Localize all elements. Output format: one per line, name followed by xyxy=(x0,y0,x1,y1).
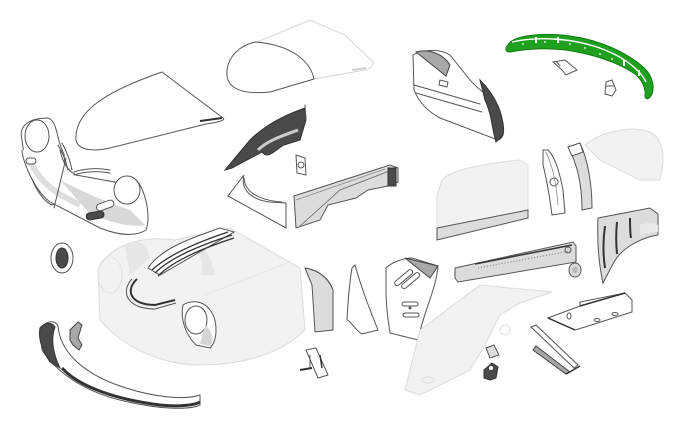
rear-bumper-bracket-right[interactable] xyxy=(604,79,617,97)
seat-support-strut[interactable] xyxy=(530,324,581,375)
front-fender-repair-section[interactable] xyxy=(181,267,334,349)
door-hinge-pillar[interactable] xyxy=(385,257,439,341)
mount-bracket[interactable] xyxy=(483,362,499,381)
rear-quarter-panel[interactable] xyxy=(584,128,664,181)
pedal-bracket[interactable] xyxy=(299,347,329,379)
door[interactable] xyxy=(436,159,529,241)
headlight-ring-arc[interactable] xyxy=(125,278,177,310)
small-bracket-center[interactable] xyxy=(295,154,307,176)
front-wheel-arch-lower[interactable] xyxy=(227,174,287,229)
front-bumper[interactable] xyxy=(39,321,201,409)
small-clip[interactable] xyxy=(485,344,500,359)
battery-box-rail[interactable] xyxy=(546,292,633,331)
front-inner-fender-rear[interactable] xyxy=(293,164,399,229)
front-hood[interactable] xyxy=(75,71,225,151)
front-fender-top-trim[interactable] xyxy=(147,227,236,277)
a-pillar-closing-panel[interactable] xyxy=(346,264,379,335)
floor-longitudinal-ghost[interactable] xyxy=(404,284,553,396)
rear-quarter-strip[interactable] xyxy=(567,142,593,211)
front-nose-panel[interactable] xyxy=(20,117,149,235)
rear-inner-wheelhouse[interactable] xyxy=(597,207,659,285)
front-inner-fender-upper[interactable] xyxy=(223,104,307,171)
rear-valance[interactable] xyxy=(412,50,505,143)
rear-bumper-bracket-left[interactable] xyxy=(551,59,578,76)
rear-engine-lid[interactable] xyxy=(226,19,374,94)
front-bumper-bracket[interactable] xyxy=(69,321,83,351)
jack-point-disc[interactable] xyxy=(568,262,582,278)
b-pillar-panel[interactable] xyxy=(542,149,566,216)
headlight-bucket[interactable] xyxy=(50,242,74,274)
rocker-panel[interactable] xyxy=(454,241,577,283)
rear-bumper[interactable] xyxy=(505,33,654,100)
